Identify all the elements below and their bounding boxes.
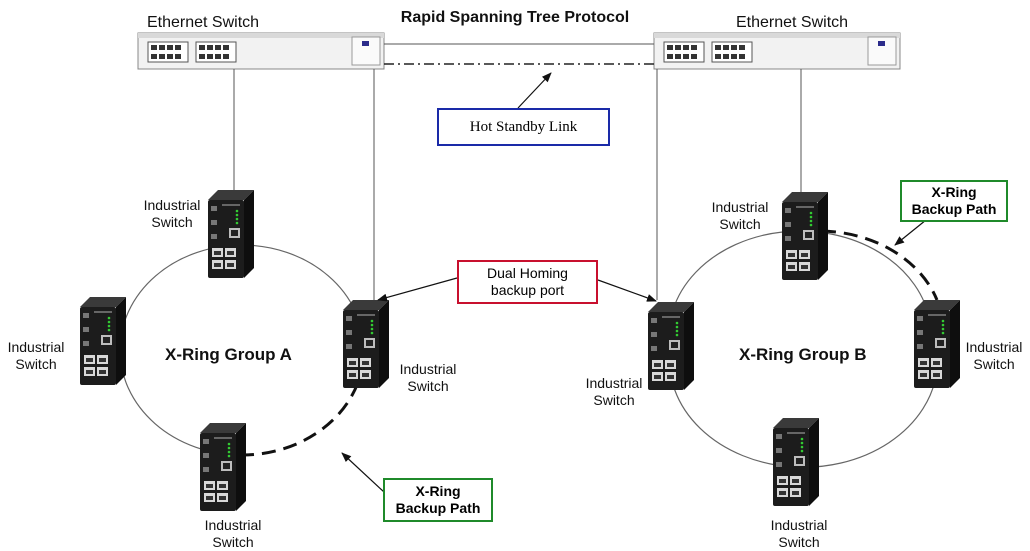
core-switch-left-label: Ethernet Switch bbox=[147, 14, 260, 31]
industrial-switch-a-right bbox=[343, 300, 389, 388]
industrial-switch-a-left-label: Industrial Switch bbox=[7, 339, 65, 372]
industrial-switch-a-top-label: Industrial Switch bbox=[143, 197, 201, 230]
industrial-switch-b-bottom-label: Industrial Switch bbox=[770, 517, 828, 550]
dual-homing-arrow-left bbox=[377, 277, 458, 302]
backup-path-a-callout: X-Ring Backup Path bbox=[383, 478, 493, 522]
hot-standby-text: Hot Standby Link bbox=[469, 118, 578, 135]
backup-b-line1: X-Ring bbox=[931, 184, 977, 200]
industrial-switch-b-right bbox=[914, 300, 960, 388]
backup-a-arrow bbox=[341, 452, 385, 493]
group-b-label: X-Ring Group B bbox=[739, 345, 867, 364]
dual-homing-line2: backup port bbox=[490, 282, 565, 298]
industrial-switch-b-bottom bbox=[773, 418, 819, 506]
group-a-label: X-Ring Group A bbox=[165, 345, 292, 364]
backup-path-b-callout: X-Ring Backup Path bbox=[900, 180, 1008, 222]
diagram-title: Rapid Spanning Tree Protocol bbox=[400, 9, 630, 26]
dual-homing-callout: Dual Homing backup port bbox=[457, 260, 598, 304]
backup-a-line2: Backup Path bbox=[395, 500, 481, 516]
industrial-switch-a-bottom-label: Industrial Switch bbox=[204, 517, 262, 550]
industrial-switch-b-left bbox=[648, 302, 694, 390]
industrial-switch-a-left bbox=[80, 297, 126, 385]
industrial-switch-b-left-label: Industrial Switch bbox=[585, 375, 643, 408]
backup-b-line2: Backup Path bbox=[911, 201, 997, 217]
industrial-switch-b-right-label: Industrial Switch bbox=[965, 339, 1023, 372]
industrial-switch-a-top bbox=[208, 190, 254, 278]
dual-homing-line1: Dual Homing bbox=[487, 265, 568, 281]
core-switch-right bbox=[653, 32, 901, 70]
backup-a-line1: X-Ring bbox=[415, 483, 461, 499]
core-switch-right-label: Ethernet Switch bbox=[736, 14, 849, 31]
industrial-switch-b-top-label: Industrial Switch bbox=[711, 199, 769, 232]
industrial-switch-a-bottom bbox=[200, 423, 246, 511]
hot-standby-callout: Hot Standby Link bbox=[437, 108, 610, 146]
core-switch-left bbox=[137, 32, 385, 70]
backup-b-arrow bbox=[894, 219, 927, 246]
hot-standby-arrow bbox=[517, 72, 552, 109]
dual-homing-arrow-right bbox=[597, 279, 657, 302]
industrial-switch-a-right-label: Industrial Switch bbox=[399, 361, 457, 394]
industrial-switch-b-top bbox=[782, 192, 828, 280]
